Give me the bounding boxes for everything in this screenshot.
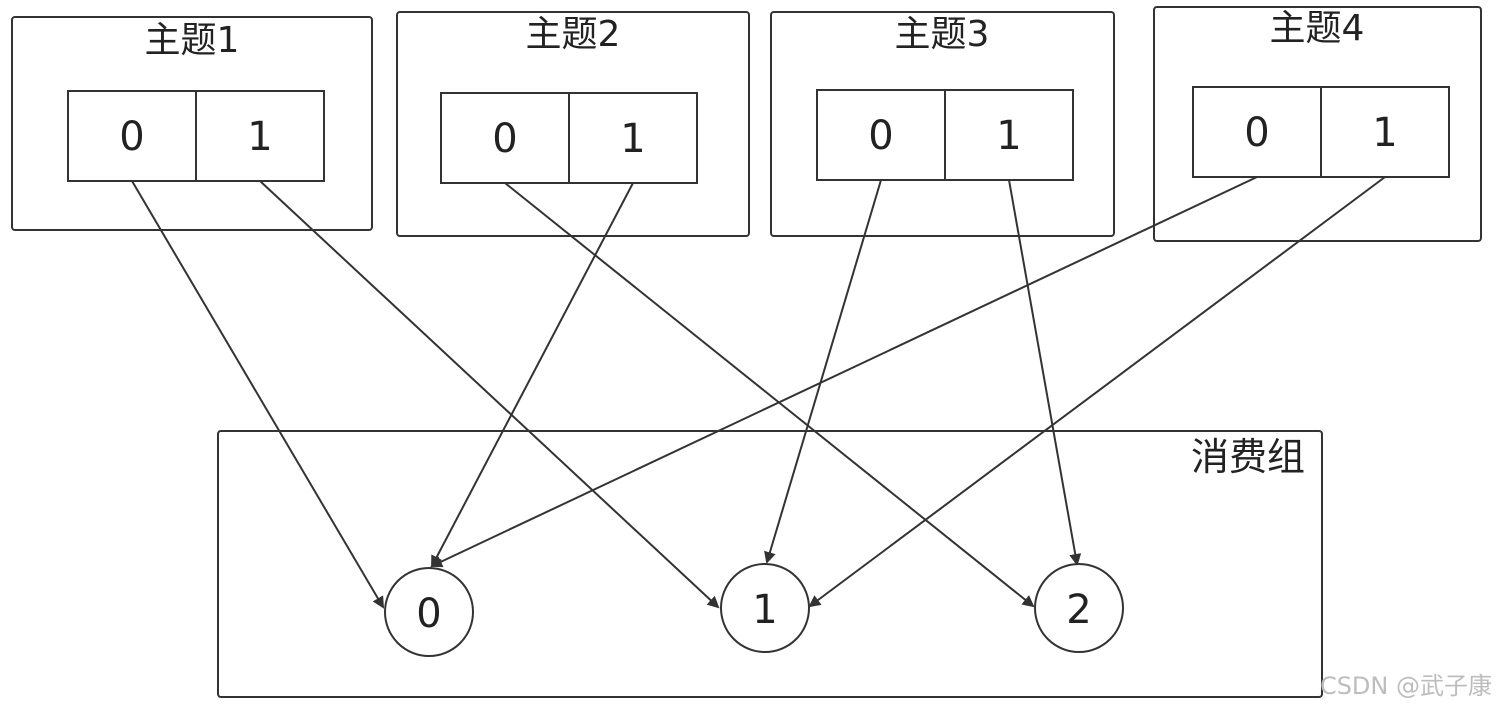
- consumer-2: [1034, 563, 1124, 653]
- arrow-topic1-p0-to-consumer0: [131, 180, 385, 609]
- topic-3-partition-1-label: 1: [996, 113, 1021, 159]
- topic-3-title: 主题3: [895, 14, 990, 55]
- arrow-topic2-p0-to-consumer2: [504, 182, 1035, 608]
- consumer-group-title: 消费组: [1191, 435, 1305, 479]
- consumer-2-label: 2: [1066, 587, 1091, 633]
- topic-2-title: 主题2: [526, 14, 621, 55]
- topic-3: 主题3 0 1: [770, 11, 1115, 237]
- arrow-topic4-p1-to-consumer1: [808, 176, 1386, 608]
- topic-2-partition-0-label: 0: [492, 116, 517, 162]
- arrow-topic1-p1-to-consumer1: [259, 180, 720, 609]
- topic-4-partition-1-label: 1: [1372, 110, 1397, 156]
- topic-4-partition-0-label: 0: [1244, 110, 1269, 156]
- topic-4: 主题4 0 1: [1153, 6, 1482, 242]
- arrow-topic3-p0-to-consumer1: [764, 179, 882, 564]
- assignment-arrows: [131, 176, 1386, 609]
- topic-1-title: 主题1: [145, 20, 240, 61]
- consumer-0: [384, 567, 474, 657]
- topic-2-partition-0: [440, 92, 570, 184]
- topic-3-partition-0-label: 0: [868, 113, 893, 159]
- topic-1: 主题1 0 1: [11, 16, 373, 231]
- consumer-0-label: 0: [416, 591, 441, 637]
- arrow-topic2-p1-to-consumer0: [431, 182, 634, 568]
- topic-4-partition-1: [1320, 86, 1450, 178]
- consumers: 0 1 2: [384, 563, 1124, 657]
- topic-2-partition-1: [568, 92, 698, 184]
- topic-2: 主题2 0 1: [396, 11, 750, 237]
- consumer-1-label: 1: [752, 587, 777, 633]
- topic-4-title: 主题4: [1270, 8, 1365, 49]
- arrow-topic4-p0-to-consumer0: [430, 176, 1258, 568]
- topic-1-partition-1-label: 1: [247, 114, 272, 160]
- topic-1-partition-0-label: 0: [119, 114, 144, 160]
- arrow-topic3-p1-to-consumer2: [1008, 179, 1082, 566]
- topic-2-partition-1-label: 1: [620, 116, 645, 162]
- watermark: CSDN @武子康: [1319, 672, 1492, 700]
- consumer-1: [720, 563, 810, 653]
